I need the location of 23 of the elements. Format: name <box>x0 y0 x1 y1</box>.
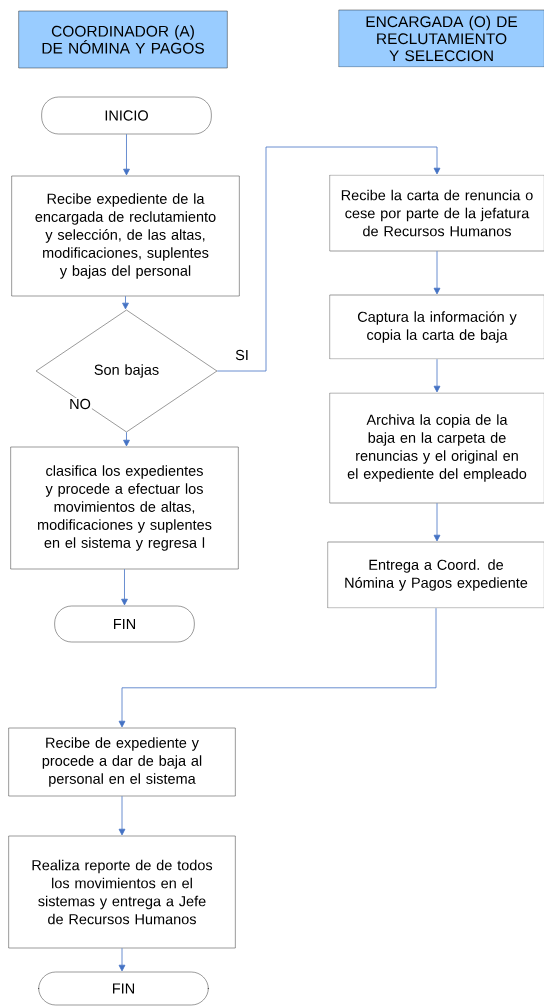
lane-header: COORDINADOR (A) DE NÓMINA Y PAGOS <box>18 10 228 69</box>
arrow <box>118 795 126 836</box>
lane-header: ENCARGADA (O) DE RECLUTAMIENTO Y SELECCION <box>338 9 544 68</box>
arrow <box>118 607 437 728</box>
arrow <box>123 431 130 447</box>
process-box: Recibe expediente de la encargada de reclutamiento y selección, de las altas, modificaciones, suplentes y bajas del personal <box>11 175 240 297</box>
process-box: Recibe de expediente y procede a dar de baja al personal en el sistema <box>8 727 236 797</box>
process-box: Realiza reporte de de todos los movimientos en el sistemas y entrega a Jefe de Recursos Humanos <box>8 835 236 949</box>
process-box: Captura la información y copia la carta de baja <box>329 294 544 360</box>
process-box: Recibe la carta de renuncia o cese por parte de la jefatura de Recursos Humanos <box>329 174 544 252</box>
edge-label: NO <box>68 397 92 411</box>
arrow <box>123 133 130 176</box>
arrow <box>121 568 128 606</box>
arrow <box>433 250 441 295</box>
process-box: Archiva la copia de la baja en la carpeta de renuncias y el original en el expediente del empleado <box>329 392 544 504</box>
edge-label: SI <box>234 348 250 362</box>
arrow <box>216 146 441 372</box>
arrow <box>122 295 129 310</box>
process-box: Entrega a Coord. de Nómina y Pagos expediente <box>327 541 544 609</box>
arrow <box>433 358 441 393</box>
arrow <box>433 502 441 542</box>
process-box: clasifica los expedientes y procede a efectuar los movimientos de altas, modificaciones y suplentes en el sistema y regresa l <box>10 446 239 570</box>
arrow <box>118 947 126 972</box>
